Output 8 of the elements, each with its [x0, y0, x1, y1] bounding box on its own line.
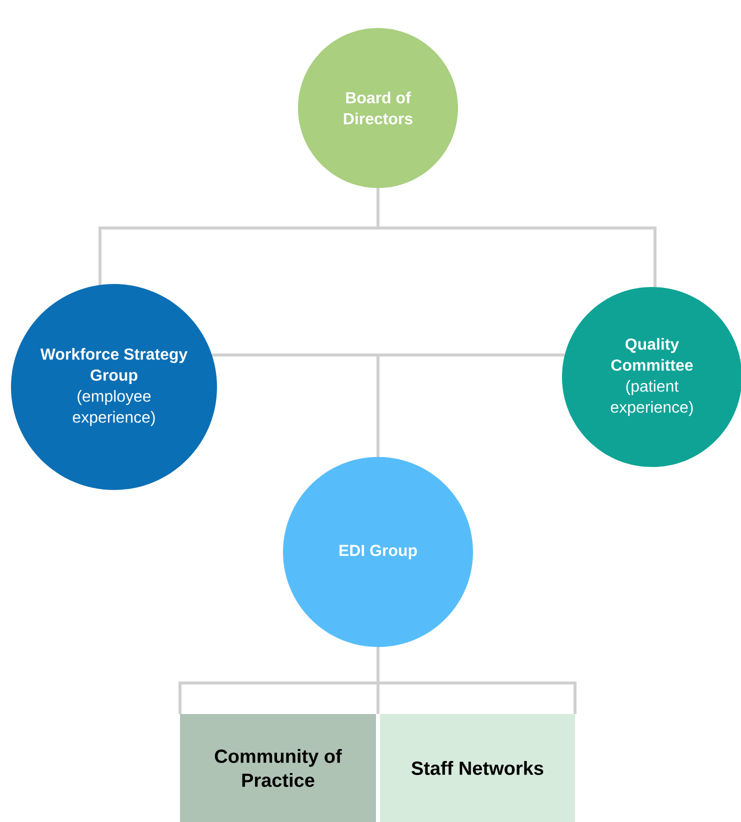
connector-line — [376, 647, 576, 714]
circle-node: EDI Group — [283, 457, 473, 647]
circle-node: Workforce Strategy Group (employee experience) — [11, 284, 217, 490]
connector-line — [376, 354, 565, 457]
box-node: Staff Networks — [380, 714, 575, 822]
box-node: Community of Practice — [180, 714, 376, 822]
circle-node: Board of Directors — [298, 28, 458, 188]
connector-line — [376, 188, 656, 288]
